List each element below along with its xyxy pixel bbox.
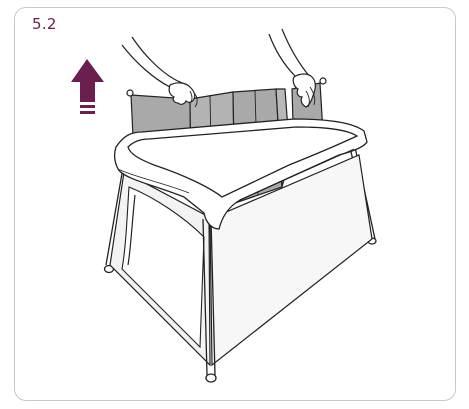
cot-front-leg xyxy=(202,218,217,383)
hands xyxy=(121,28,316,108)
step-number: 5.2 xyxy=(32,15,57,33)
top-rail xyxy=(114,118,368,230)
mesh-walls xyxy=(109,154,373,367)
up-arrow-icon xyxy=(71,59,104,114)
travel-cot-assembly-illustration xyxy=(71,28,377,383)
